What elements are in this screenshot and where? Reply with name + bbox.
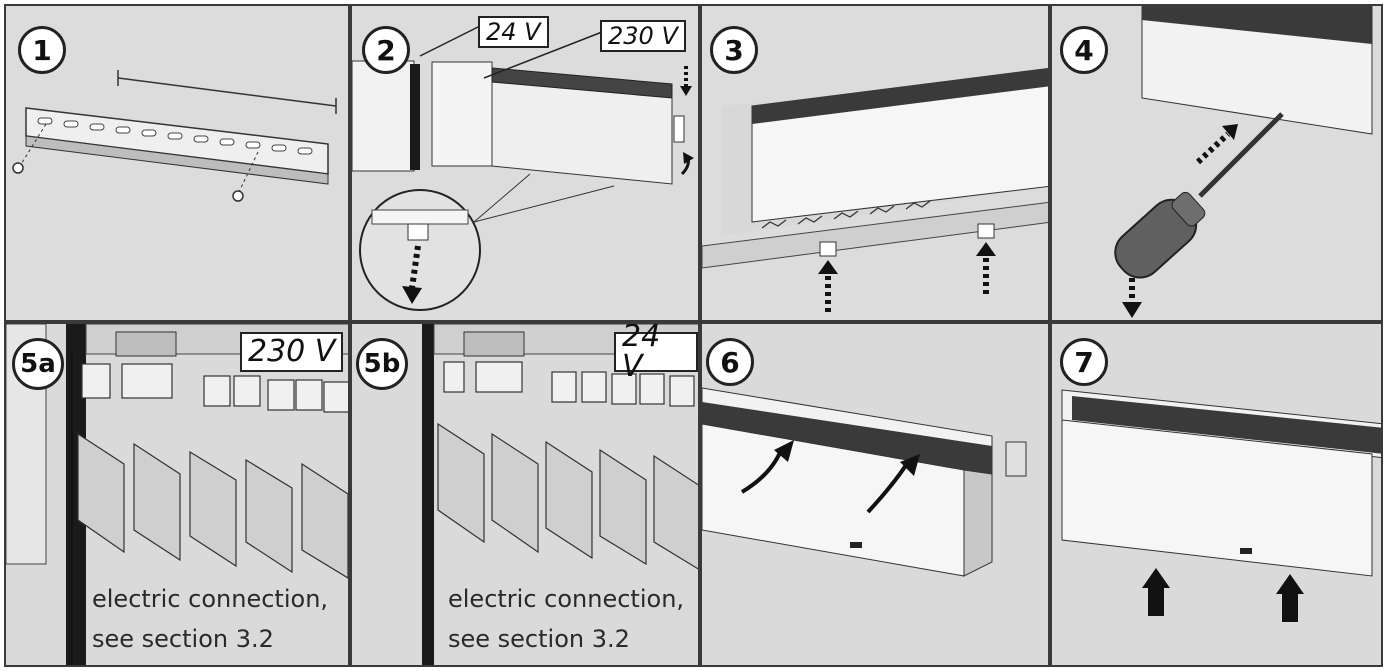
panel-step-3: 3 [700,4,1050,322]
step-number-7: 7 [1060,338,1108,386]
caption-5a-line2: see section 3.2 [92,625,274,653]
controller-mount-illustration [352,25,694,311]
cover-close-illustration [702,324,1048,665]
step-number-5b: 5b [356,338,408,390]
voltage-label-24v: 24 V [478,16,549,48]
terminal-block-24v-illustration [352,324,698,665]
caption-5b-line1: electric connection, [448,585,685,613]
step-number-5a: 5a [12,338,64,390]
panel-step-4: 4 [1050,4,1383,322]
panel-step-1: 1 [4,4,350,322]
terminal-block-230v-illustration [6,324,348,665]
step-number-2: 2 [362,26,410,74]
caption-5a-line1: electric connection, [92,585,329,613]
panel-step-5a: 5a 230 V electric connection, see sectio… [4,322,350,667]
caption-5b-line2: see section 3.2 [448,625,630,653]
step-number-6: 6 [706,338,754,386]
cover-snap-illustration [1052,324,1381,665]
panel-step-6: 6 [700,322,1050,667]
panel-step-5b: 5b 24 V electric connection, see section… [350,322,700,667]
clip-lock-illustration [702,6,1048,320]
panel-step-2: 2 24 V 230 V [350,4,700,322]
screwdriver-illustration [1114,6,1373,318]
panel-step-7: 7 [1050,322,1383,667]
step-number-1: 1 [18,26,66,74]
din-rail-illustration [12,70,337,202]
voltage-label-230v-5a: 230 V [240,332,344,372]
step-number-4: 4 [1060,26,1108,74]
step-number-3: 3 [710,26,758,74]
voltage-label-230v: 230 V [600,20,686,52]
voltage-label-24v-5b: 24 V [614,324,698,382]
